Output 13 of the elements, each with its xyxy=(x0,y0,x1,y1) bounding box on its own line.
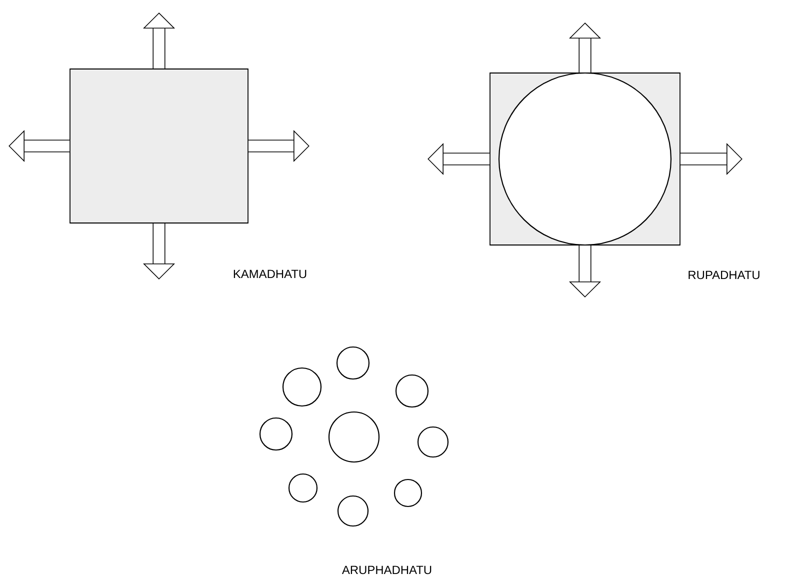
circle xyxy=(395,374,429,408)
figure-label: KAMADHATU xyxy=(234,270,306,278)
circle xyxy=(328,411,380,463)
circle xyxy=(337,495,369,527)
circle xyxy=(282,367,322,407)
circle xyxy=(417,426,449,458)
circle xyxy=(336,346,370,380)
circle xyxy=(259,417,293,451)
circle xyxy=(288,473,318,503)
square xyxy=(70,68,248,224)
figure-label: ARUPHADHATU xyxy=(342,566,432,574)
figure-label: RUPADHATU xyxy=(688,270,760,280)
circle xyxy=(394,478,422,508)
